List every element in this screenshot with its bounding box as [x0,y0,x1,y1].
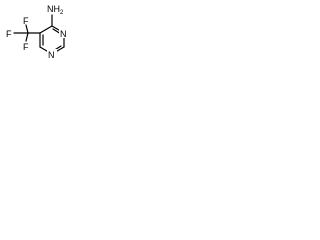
label-mask-n-top [59,28,69,38]
amine-label-main: NH [47,4,60,14]
cf-bond-top [25,24,29,34]
fluorine-top-label: F [23,16,29,26]
amine-label-subscript: 2 [60,10,64,16]
label-mask-n-bottom [47,49,57,59]
cf-bond-bottom [25,32,29,42]
amine-label: NH2 [47,4,64,16]
fluorine-left-label: F [6,29,12,39]
molecule-structure: NH2 N N F F F [6,4,69,60]
ring-nitrogen-top-label: N [60,29,67,39]
ring-bond-c5-c4 [39,25,53,34]
fluorine-bottom-label: F [23,42,29,52]
ring-nitrogen-bottom-label: N [48,50,55,60]
